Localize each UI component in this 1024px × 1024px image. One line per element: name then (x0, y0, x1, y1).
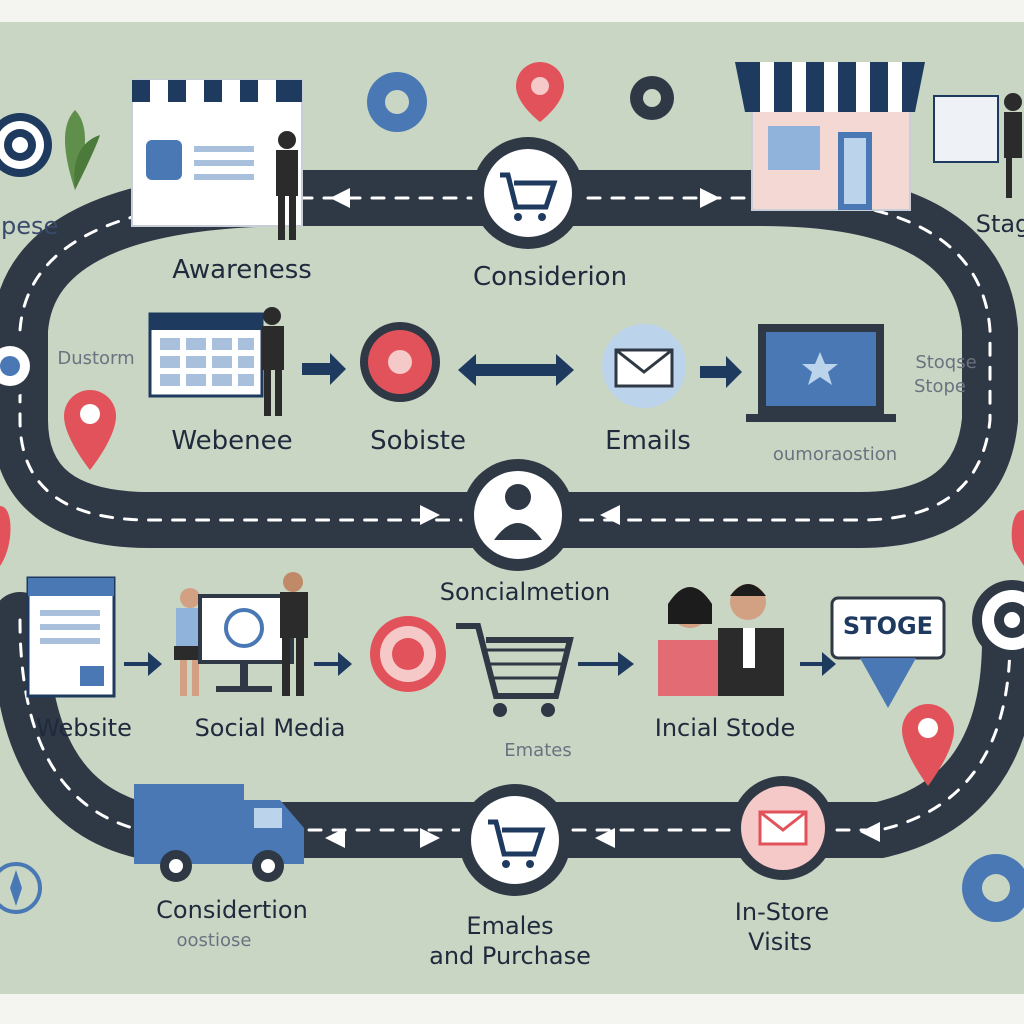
pin-icon-left-lower (0, 506, 11, 656)
person-icon (462, 459, 574, 571)
social-media-presentation-icon (174, 572, 308, 696)
arrow-right-icon-6 (800, 652, 836, 676)
presenter-right-icon (933, 93, 1022, 198)
road-arrows (325, 188, 880, 848)
location-pin-icon-top (516, 62, 564, 122)
target-icon-left (0, 336, 40, 396)
label-social-motion: Soncialmetion (439, 578, 611, 606)
location-pin-icon-right (1011, 510, 1024, 566)
label-incial-stode: Incial Stode (654, 714, 796, 742)
businessman-icon (262, 307, 284, 416)
arrow-right-icon-5 (578, 652, 634, 676)
envelope-icon (731, 776, 835, 880)
sign-icon (830, 596, 946, 708)
arrow-right-icon (302, 353, 346, 385)
label-emates-faded: Emates (504, 740, 572, 761)
label-left-top-partial: upese (0, 212, 59, 240)
label-stoge-sign: STOGE (842, 612, 934, 640)
label-webenee: Webenee (171, 426, 293, 456)
plant-icon (65, 110, 100, 190)
shopping-cart-icon-bottom (459, 784, 571, 896)
arrow-right-icon-4 (314, 652, 352, 676)
couple-icon (658, 584, 784, 696)
label-consideration-bottom: Considertion (156, 896, 308, 924)
label-emails-mid: Emails (605, 426, 691, 456)
compass-icon (0, 862, 42, 914)
delivery-truck-icon (134, 784, 304, 882)
label-oostiose: oostiose (176, 930, 252, 951)
location-pin-icon-left (64, 390, 116, 470)
label-stope-2: Stope (914, 376, 966, 397)
website-document-icon (26, 576, 116, 698)
double-arrow-icon (458, 354, 574, 386)
label-social-media: Social Media (194, 714, 346, 742)
arrow-right-icon-2 (700, 356, 742, 388)
shopping-cart-icon-large (456, 623, 574, 717)
label-visits: Visits (748, 928, 812, 956)
gear-icon-bottom-right (962, 854, 1024, 922)
gear-icon (367, 72, 427, 132)
label-stage-top-right: Stag (975, 210, 1024, 238)
label-stoge-1: Stoqse (915, 352, 977, 373)
storefront-icon (735, 62, 925, 211)
target-icon-top-left (0, 113, 52, 177)
label-consideration-top: Considerion (472, 262, 628, 292)
gear-icon-small (630, 76, 674, 120)
calendar-board-icon (148, 312, 264, 398)
laptop-icon (746, 324, 896, 422)
label-sobiste: Sobiste (370, 426, 466, 456)
storefront-board-icon (131, 79, 303, 227)
label-custom-left: Dustorm (57, 348, 135, 369)
spiral-icon (370, 616, 446, 692)
label-emales: Emales (466, 912, 554, 940)
location-pin-icon-bottom-right (902, 704, 954, 786)
target-icon-right (972, 580, 1024, 660)
label-in-store: In-Store (734, 898, 830, 926)
presenter-person-icon (276, 131, 298, 240)
label-and-purchase: and Purchase (429, 942, 591, 970)
label-awareness: Awareness (172, 255, 312, 285)
arrow-right-icon-3 (124, 652, 162, 676)
email-icon (602, 324, 686, 408)
location-heart-icon (360, 322, 440, 402)
label-promotion-faded: oumoraostion (772, 444, 898, 465)
label-website: Website (36, 714, 132, 742)
shopping-cart-icon (472, 137, 584, 249)
